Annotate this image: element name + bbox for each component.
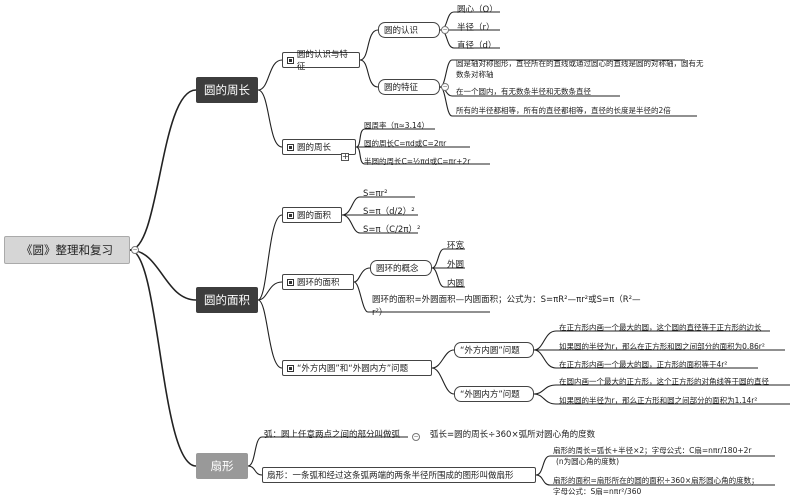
topic-recognition-features-label: 圆的认识与特征 (296, 50, 348, 72)
topic-sector-definition-label: 扇形：一条弧和经过这条弧两端的两条半径所围成的图形叫做扇形 (267, 471, 514, 481)
node-circle-recognition[interactable]: 圆的认识 (378, 22, 440, 38)
branch-circumference[interactable]: 圆的周长 (196, 77, 258, 103)
leaf-ring-width: 环宽 (447, 241, 465, 251)
root-node[interactable]: 《圆》整理和复习 (4, 236, 130, 264)
node-square-outer-label: “外方内圆”问题 (460, 346, 520, 356)
leaf-inner-circle: 内圆 (447, 279, 465, 289)
collapse-toggle-icon[interactable]: − (441, 26, 449, 34)
leaf-symmetry-2: 数条对称轴 (456, 70, 494, 79)
leaf-arc-definition: 弧：圆上任意两点之间的部分叫做弧 (264, 430, 401, 440)
topic-circle-area-label: 圆的面积 (297, 211, 332, 221)
topic-circumference-label: 圆的周长 (297, 143, 332, 153)
leaf-arc-length: 弧长=圆的周长÷360×弧所对圆心角的度数 (430, 430, 596, 440)
leaf-sector-area: 扇形的面积=扇形所在的圆的面积÷360×扇形圆心角的度数； (553, 476, 759, 485)
collapse-toggle-icon[interactable]: − (412, 433, 420, 441)
leaf-sector-area-formula: 字母公式：S扇=nπr²/360 (553, 487, 642, 496)
leaf-outer-circle: 外圆 (447, 260, 465, 270)
collapse-toggle-icon[interactable]: − (441, 83, 449, 91)
leaf-symmetry-1: 圆是轴对称图形，直径所在的直线或通过圆心的直线是圆的对称轴，圆有无 (456, 59, 704, 68)
collapse-toggle-icon[interactable]: − (131, 246, 139, 254)
leaf-ring-formula-1: 圆环的面积=外圆面积—内圆面积；公式为：S=πR²—πr²或S=π（R²— (372, 295, 641, 305)
branch-sector-label: 扇形 (210, 459, 234, 473)
leaf-equal-radii: 所有的半径都相等，所有的直径都相等，直径的长度是半径的2倍 (456, 106, 671, 115)
leaf-circumference-formula: 圆的周长C=πd或C=2πr (364, 139, 447, 148)
node-ring-concept[interactable]: 圆环的概念 (370, 260, 432, 276)
note-icon (287, 143, 294, 151)
root-label: 《圆》整理和复习 (21, 243, 113, 257)
leaf-radius: 半径（r） (457, 23, 495, 33)
topic-square-circle[interactable]: “外方内圆”和“外圆内方”问题 (282, 360, 432, 376)
topic-recognition-features[interactable]: 圆的认识与特征 (282, 50, 360, 72)
leaf-circle-outer-1: 在圆内画一个最大的正方形，这个正方形的对角线等于圆的直径 (559, 377, 769, 386)
leaf-semicircle-formula: 半圆的周长C=½πd或C=πr+2r (364, 157, 471, 166)
topic-circle-area[interactable]: 圆的面积 (282, 207, 342, 223)
leaf-circle-outer-2: 如果圆的半径为r，那么正方形和圆之间部分的面积为1.14r² (559, 396, 758, 405)
node-circle-outer[interactable]: “外圆内方”问题 (454, 386, 534, 402)
leaf-center: 圆心（O） (457, 5, 498, 15)
node-circle-features-label: 圆的特征 (384, 83, 419, 93)
topic-sector-definition[interactable]: 扇形：一条弧和经过这条弧两端的两条半径所围成的图形叫做扇形 (262, 467, 536, 483)
leaf-pi: 圆周率（π≈3.14） (364, 121, 429, 130)
topic-square-circle-label: “外方内圆”和“外圆内方”问题 (297, 364, 409, 374)
node-square-outer[interactable]: “外方内圆”问题 (454, 342, 534, 358)
branch-sector[interactable]: 扇形 (196, 453, 248, 479)
topic-ring-area-label: 圆环的面积 (297, 278, 340, 288)
leaf-infinite-radii: 在一个圆内，有无数条半径和无数条直径 (456, 87, 591, 96)
node-circle-outer-label: “外圆内方”问题 (460, 390, 520, 400)
topic-circumference[interactable]: 圆的周长 (282, 139, 356, 155)
node-circle-recognition-label: 圆的认识 (384, 26, 419, 36)
leaf-sector-perimeter: 扇形的周长=弧长+半径×2；字母公式：C扇=nπr/180+2r (553, 446, 752, 455)
note-icon (287, 278, 294, 286)
leaf-diameter: 直径（d） (457, 41, 497, 51)
leaf-area-c: S=π（C/2π）² (363, 225, 421, 235)
note-icon (287, 364, 294, 372)
branch-circumference-label: 圆的周长 (204, 83, 250, 97)
note-icon (287, 56, 294, 64)
leaf-square-outer-1: 在正方形内画一个最大的圆，这个圆的直径等于正方形的边长 (559, 323, 762, 332)
leaf-square-outer-2: 如果圆的半径为r，那么在正方形和圆之间部分的面积为0.86r² (559, 342, 765, 351)
leaf-sector-n-note: (n为圆心角的度数) (556, 457, 620, 466)
leaf-ring-formula-2: r²） (372, 308, 388, 318)
topic-ring-area[interactable]: 圆环的面积 (282, 274, 354, 290)
node-ring-concept-label: 圆环的概念 (376, 264, 419, 274)
note-icon (287, 211, 294, 219)
leaf-area-d: S=π（d/2）² (363, 207, 415, 217)
leaf-square-outer-3: 在正方形内画一个最大的圆，正方形的面积等于4r² (559, 360, 728, 369)
node-circle-features[interactable]: 圆的特征 (378, 79, 440, 95)
leaf-area-r: S=πr² (363, 189, 388, 199)
expand-plus-icon[interactable]: + (341, 152, 349, 161)
branch-area-label: 圆的面积 (204, 293, 250, 307)
branch-area[interactable]: 圆的面积 (196, 287, 258, 313)
